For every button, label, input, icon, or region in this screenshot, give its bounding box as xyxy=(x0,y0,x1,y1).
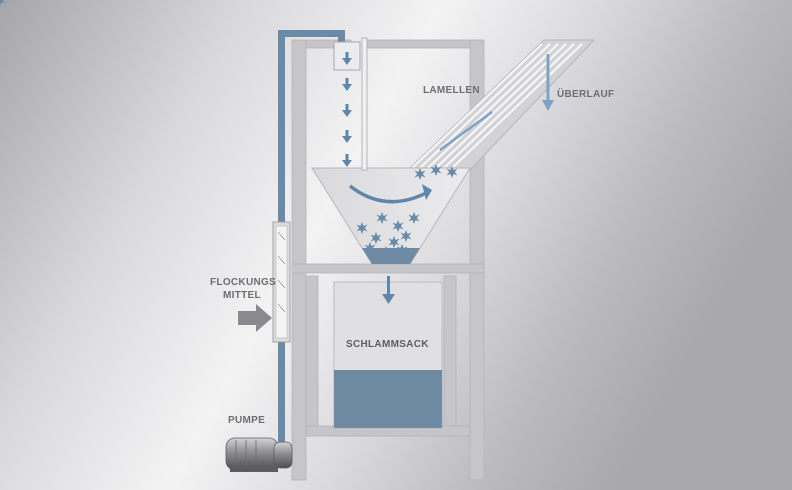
label-ueberlauf: ÜBERLAUF xyxy=(557,87,614,100)
support-frame xyxy=(291,39,485,481)
label-pumpe: PUMPE xyxy=(228,415,265,426)
sludge-level xyxy=(334,370,442,428)
swirl-arrow xyxy=(348,184,429,204)
flocculant-arrow xyxy=(238,304,272,332)
label-lamellen: LAMELLEN xyxy=(423,85,480,96)
label-flockungs-line1: FLOCKUNGS xyxy=(210,277,276,288)
pump xyxy=(225,437,293,472)
static-mixer xyxy=(272,221,291,343)
sack-inlet-arrow xyxy=(382,276,395,304)
label-schlammsack: SCHLAMMSACK xyxy=(346,339,429,350)
lamella-flow-line xyxy=(439,110,493,152)
floc xyxy=(0,0,6,6)
swirl-arrow-head xyxy=(422,184,432,200)
inlet-flow-arrows xyxy=(342,52,352,167)
outlet-pipe xyxy=(361,37,368,171)
flocs xyxy=(0,0,458,258)
label-flockungs-line2: MITTEL xyxy=(223,290,261,301)
overflow-arrow xyxy=(542,54,554,111)
